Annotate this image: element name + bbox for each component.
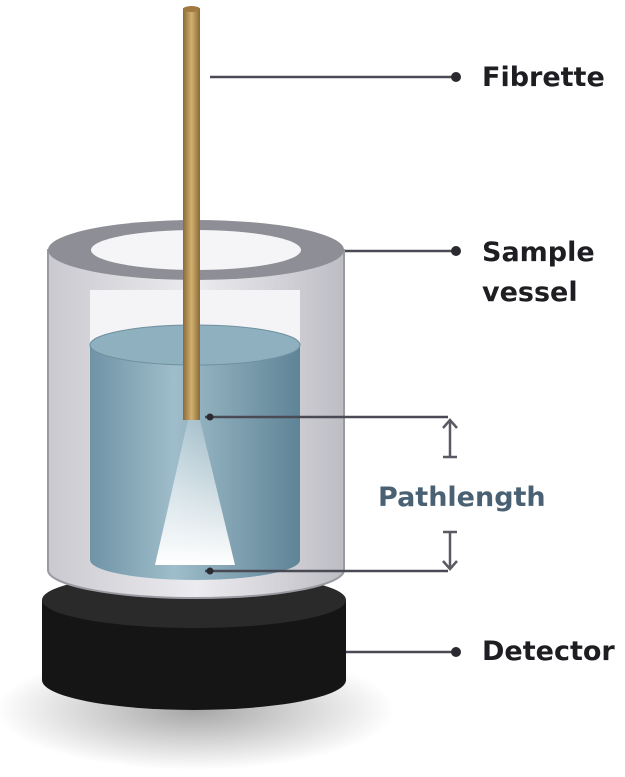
light-cone	[155, 420, 235, 565]
sample-vessel-label-line1: Sample	[482, 237, 595, 268]
pathlength-arrows	[442, 418, 458, 571]
fibrette-label: Fibrette	[482, 62, 605, 93]
sample-vessel-label-line2: vessel	[482, 277, 578, 308]
pathlength-label: Pathlength	[378, 482, 546, 513]
detector-label: Detector	[482, 636, 615, 667]
fibrette-rod	[183, 8, 200, 420]
